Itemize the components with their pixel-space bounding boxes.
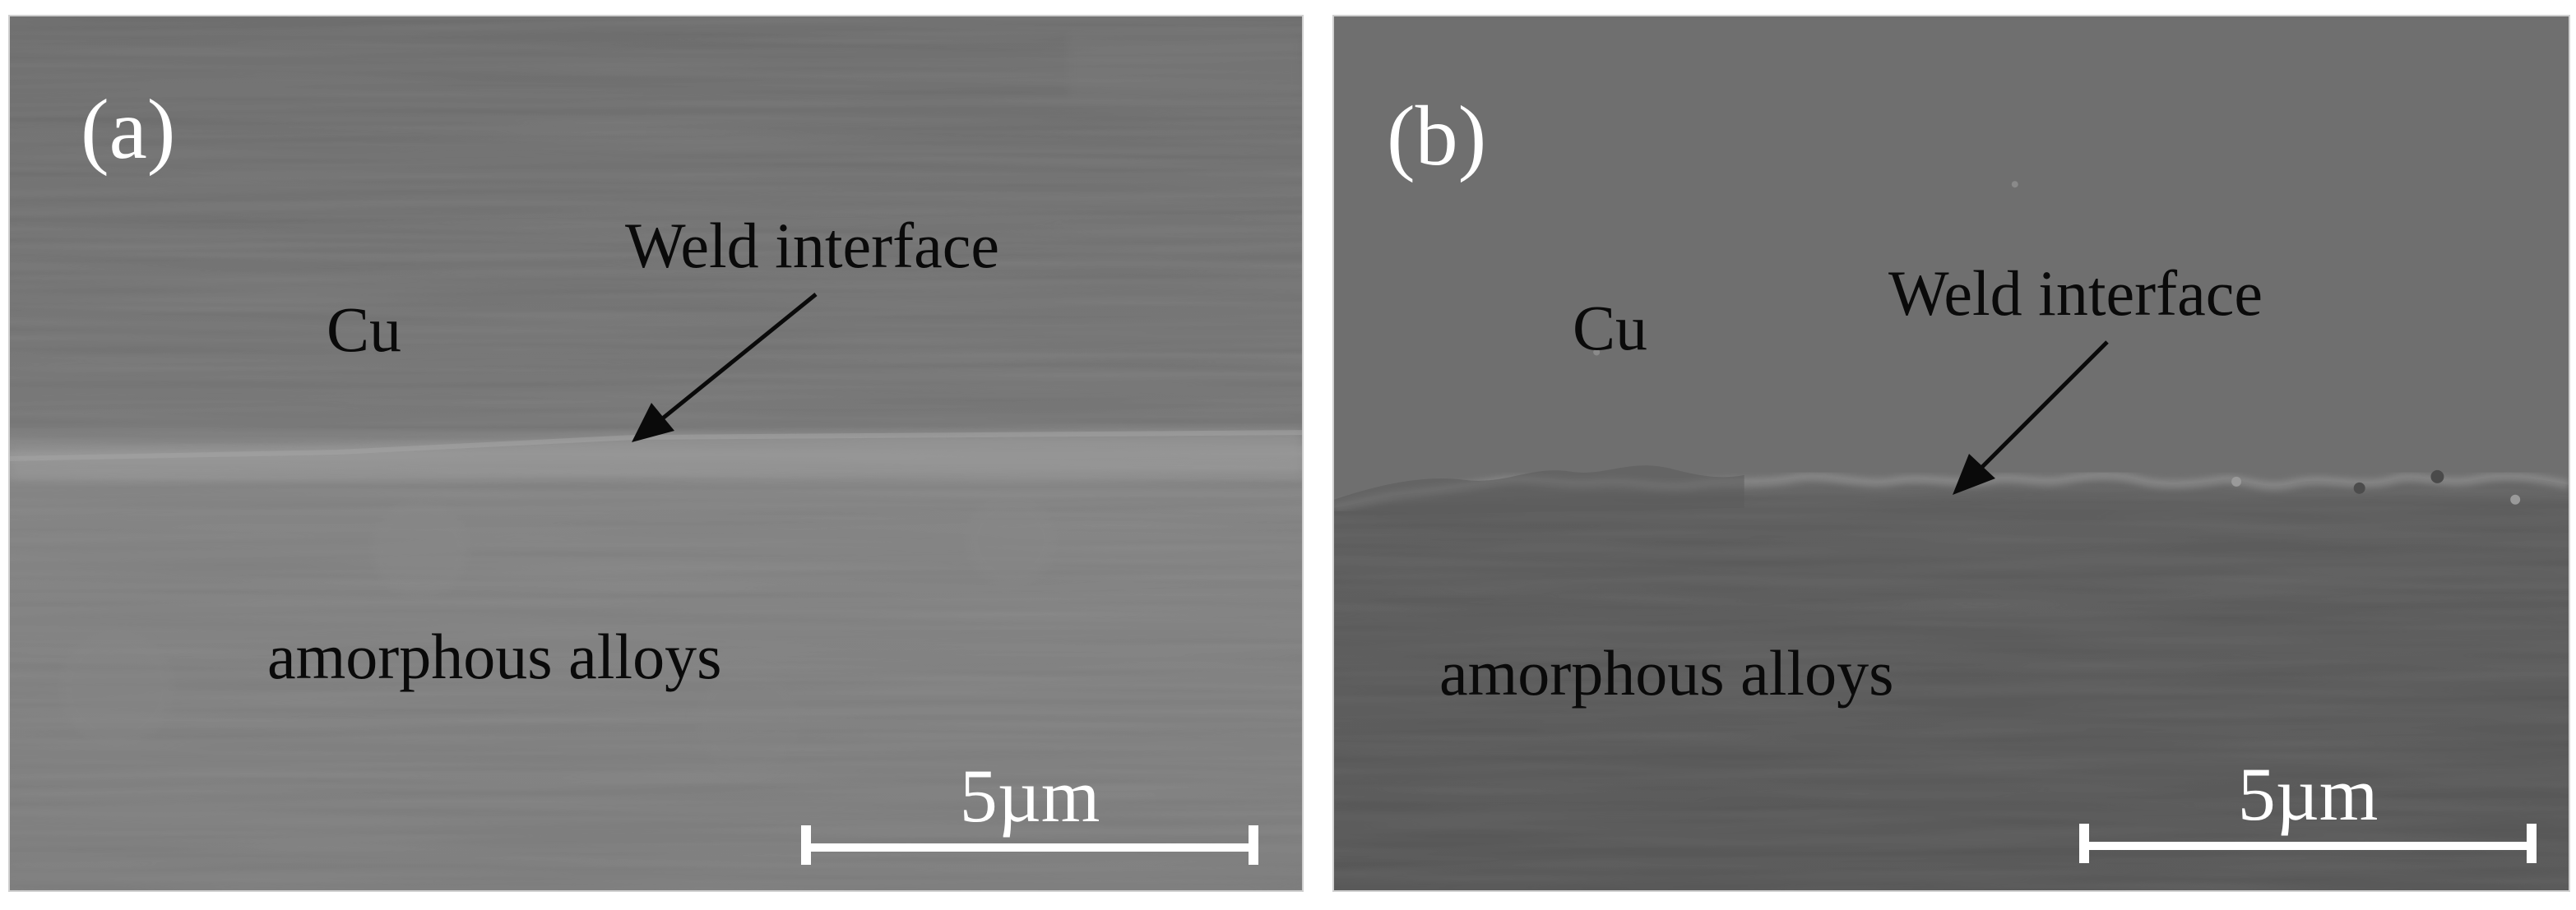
arrow-icon-b (1953, 340, 2109, 495)
amorphous-alloys-label-b: amorphous alloys (1439, 637, 1894, 709)
weld-interface-label-b: Weld interface (1888, 257, 2263, 329)
arrow-icon-a (632, 293, 818, 442)
scale-bar-b: 5µm (2078, 756, 2538, 863)
scale-bar-line-b (2079, 824, 2537, 863)
panel-letter-a: (a) (81, 82, 176, 177)
scale-bar-a: 5µm (799, 758, 1260, 865)
scale-bar-label-b: 5µm (2237, 752, 2379, 836)
sem-panel-b: (b) Weld interface Cu amorphous alloys 5… (1332, 15, 2570, 892)
sem-micrograph-b (1334, 16, 2569, 890)
sem-micrograph-a (10, 16, 1302, 890)
panel-letter-b: (b) (1387, 89, 1487, 183)
scale-bar-line-a (801, 825, 1258, 865)
scale-bar-label-a: 5µm (959, 754, 1100, 838)
amorphous-alloys-label-a: amorphous alloys (267, 621, 722, 692)
weld-interface-label-a: Weld interface (625, 210, 999, 281)
cu-label-b: Cu (1573, 292, 1648, 363)
sem-panel-a: (a) Weld interface Cu amorphous alloys 5… (8, 15, 1304, 892)
cu-label-a: Cu (327, 293, 402, 365)
